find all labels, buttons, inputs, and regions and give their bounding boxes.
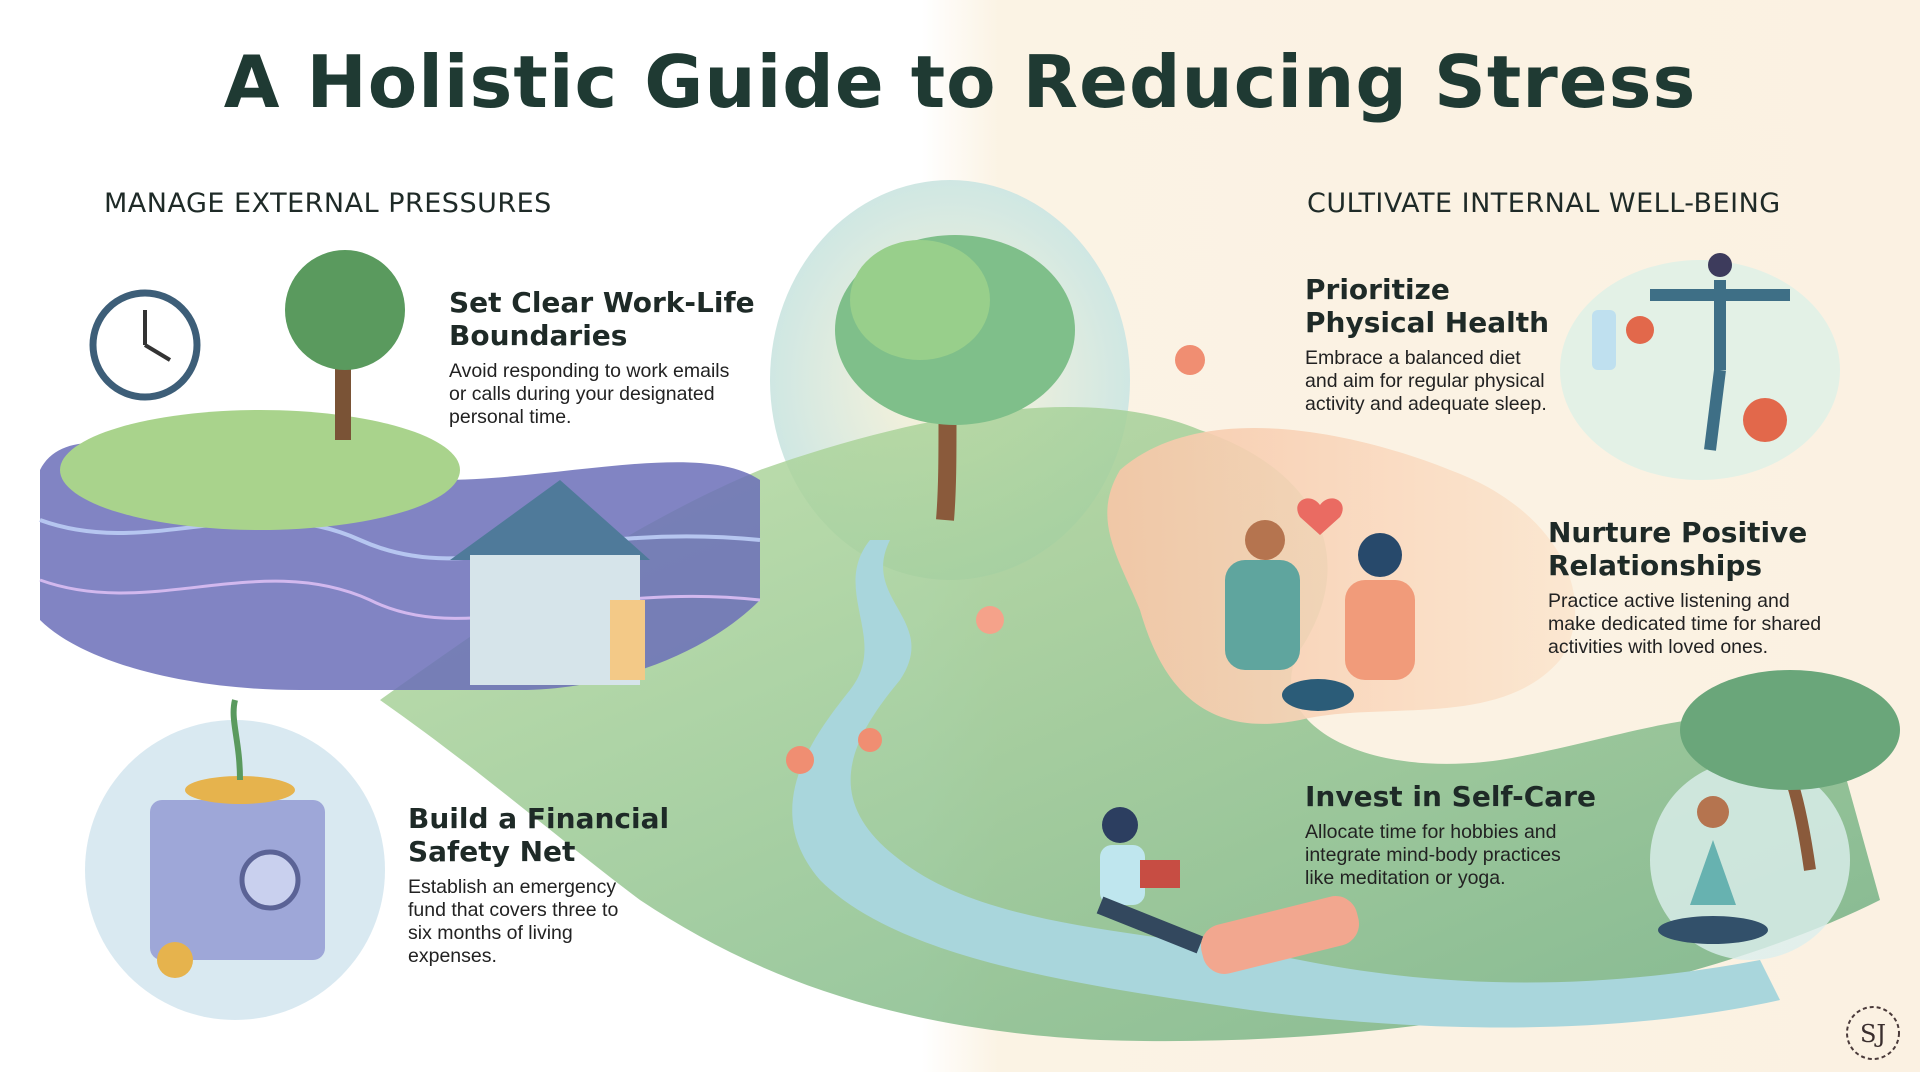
tip-heading-line: Safety Net — [408, 835, 576, 868]
river — [792, 540, 1780, 1028]
tip-body-line: activity and adequate sleep. — [1305, 393, 1547, 415]
tip-body-line: six months of living — [408, 922, 573, 944]
page-title: A Holistic Guide to Reducing Stress — [223, 40, 1697, 124]
tip-body-line: personal time. — [449, 406, 572, 428]
tip-heading-line: Physical Health — [1305, 306, 1550, 339]
tip-body-line: make dedicated time for shared — [1548, 613, 1822, 635]
heart-icon — [1297, 498, 1343, 535]
safe-icon — [150, 800, 325, 960]
tip-body-line: Allocate time for hobbies and — [1305, 821, 1557, 843]
tip-body-line: Embrace a balanced diet — [1305, 347, 1521, 369]
svg-text:SJ: SJ — [1860, 1020, 1886, 1048]
tip-self-care: Invest in Self-Care Allocate time for ho… — [1305, 780, 1596, 890]
tip-heading-line: Invest in Self-Care — [1305, 780, 1596, 813]
tip-heading-line: Relationships — [1548, 549, 1763, 582]
tip-body-line: Establish an emergency — [408, 876, 617, 898]
tip-heading-line: Nurture Positive — [1548, 516, 1808, 549]
sj-monogram-logo: SJ — [1846, 1006, 1900, 1060]
tip-heading-line: Prioritize — [1305, 273, 1450, 306]
tip-body-line: expenses. — [408, 945, 497, 967]
tip-body-line: integrate mind-body practices — [1305, 844, 1561, 866]
tip-body-line: like meditation or yoga. — [1305, 867, 1506, 889]
tip-body-line: activities with loved ones. — [1548, 636, 1769, 658]
house — [450, 480, 650, 560]
tip-heading-line: Boundaries — [449, 319, 628, 352]
section-heading-internal: CULTIVATE INTERNAL WELL-BEING — [1307, 188, 1781, 219]
coin-icon — [157, 942, 193, 978]
tip-body-line: or calls during your designated — [449, 383, 715, 405]
grass-island — [60, 410, 460, 530]
tip-body-line: fund that covers three to — [408, 899, 619, 921]
tip-heading-line: Set Clear Work-Life — [449, 286, 755, 319]
tip-body-line: and aim for regular physical — [1305, 370, 1545, 392]
section-heading-external: MANAGE EXTERNAL PRESSURES — [104, 188, 552, 219]
tip-body-line: Practice active listening and — [1548, 590, 1790, 612]
warm-swirl — [1107, 428, 1576, 724]
tip-body-line: Avoid responding to work emails — [449, 360, 730, 382]
tip-heading: Invest in Self-Care — [1305, 780, 1596, 813]
tip-heading-line: Build a Financial — [408, 802, 670, 835]
yoga-mat — [1200, 896, 1360, 974]
